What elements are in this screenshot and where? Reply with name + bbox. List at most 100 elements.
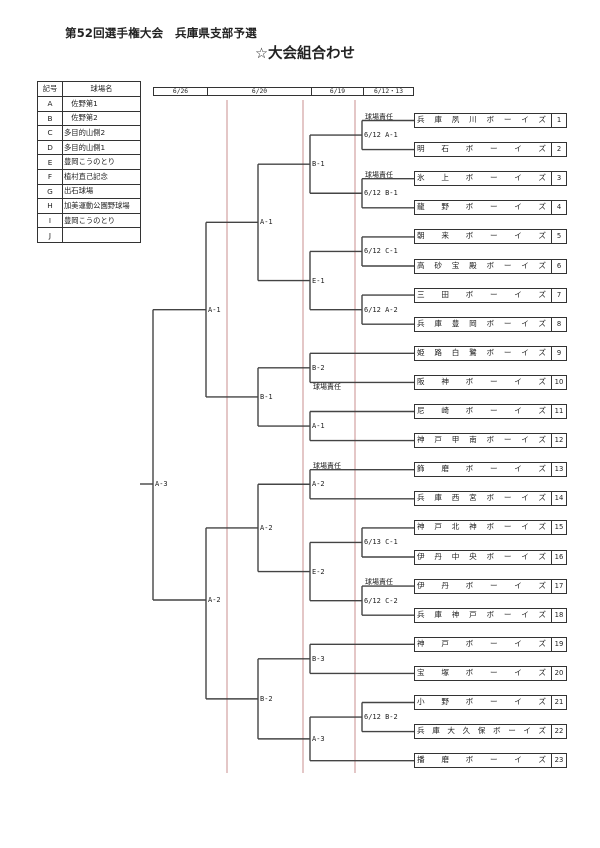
team-box: 姫路白鷺ボーイズ 9 [414,345,567,361]
team-name: 兵庫大久保ボーイズ [417,726,546,736]
team-name: 神戸ボーイズ [417,638,546,648]
team-name: 播磨ボーイズ [417,755,546,765]
match-label: E-2 [312,567,325,576]
team-seed-number: 9 [551,346,566,360]
venue-name: 多目的山側1 [62,139,141,156]
team-seed-number: 11 [551,405,566,418]
team-seed-number: 3 [551,172,566,186]
page-subtitle: ☆大会組合わせ [255,46,355,62]
team-seed-number: 14 [551,492,566,506]
venue-code: A [37,96,63,112]
match-label: A-2 [260,523,273,532]
match-label: B-1 [312,160,325,169]
team-name: 龍野ボーイズ [417,202,546,212]
team-seed-number: 23 [551,754,566,768]
team-seed-number: 16 [551,550,566,564]
team-name: 兵庫夙川ボーイズ [417,115,546,124]
venue-code: E [37,154,63,170]
team-box: 尼崎ボーイズ 11 [414,404,567,419]
match-label: 6/12 C-2 [364,596,398,605]
team-box: 神戸ボーイズ 19 [414,636,567,652]
venue-name: 多目的山側2 [62,125,141,141]
venue-duty-label: 球場責任 [365,170,393,179]
team-box: 阪神ボーイズ 10 [414,374,567,390]
team-box: 龍野ボーイズ 4 [414,200,567,216]
team-seed-number: 18 [551,608,566,622]
match-label: 6/12 A-2 [364,305,398,314]
team-name: 高砂宝殿ボーイズ [417,260,546,270]
team-name: 飾磨ボーイズ [417,464,546,474]
venue-code: D [37,139,63,156]
match-label: B-2 [260,694,273,703]
match-label: A-3 [155,480,168,488]
team-seed-number: 13 [551,463,566,477]
venue-duty-label: 球場責任 [365,112,393,121]
team-seed-number: 6 [551,259,566,273]
schedule-date-round3-4: 6/20 [207,88,311,95]
team-seed-number: 17 [551,579,566,593]
venue-row: J [37,227,141,243]
venue-duty-label: 球場責任 [365,578,393,587]
match-label: A-3 [312,734,325,743]
match-label: B-1 [260,392,273,401]
team-seed-number: 21 [551,696,566,709]
team-seed-number: 4 [551,201,566,215]
match-label: 6/12 C-1 [364,247,398,256]
team-box: 小野ボーイズ 21 [414,695,567,710]
team-name: 姫路白鷺ボーイズ [417,347,546,357]
venue-table-header: 記号 球場名 [37,81,141,97]
match-label: A-1 [260,218,273,227]
match-label: E-1 [312,276,325,285]
team-name: 尼崎ボーイズ [417,406,546,415]
team-name: 阪神ボーイズ [417,376,546,386]
venue-name: 植村直己記念 [62,168,141,185]
venue-duty-label: 球場責任 [313,383,341,392]
column-header-code: 記号 [37,81,63,97]
match-label: A-2 [312,480,325,489]
team-box: 兵庫西宮ボーイズ 14 [414,491,567,507]
match-label: A-1 [208,305,221,314]
venue-code: G [37,183,63,200]
team-name: 明石ボーイズ [417,144,546,154]
team-seed-number: 10 [551,375,566,389]
match-label: 6/12 B-2 [364,713,398,722]
match-label: 6/13 C-1 [364,538,398,547]
venue-name: 出石球場 [62,183,141,200]
team-name: 小野ボーイズ [417,697,546,706]
team-name: 兵庫豊岡ボーイズ [417,318,546,328]
venue-row: A 佐野第1 [37,96,141,112]
venue-duty-label: 球場責任 [313,461,341,470]
team-name: 三田ボーイズ [417,289,546,299]
team-seed-number: 20 [551,666,566,680]
team-name: 神戸北神ボーイズ [417,522,546,532]
team-box: 兵庫豊岡ボーイズ 8 [414,316,567,332]
venue-code: F [37,168,63,185]
venue-name [62,227,141,243]
venue-name: 豊岡こうのとり [62,154,141,170]
match-label: B-2 [312,363,325,372]
team-box: 兵庫神戸ボーイズ 18 [414,607,567,623]
team-name: 兵庫西宮ボーイズ [417,493,546,503]
match-label: 6/12 B-1 [364,189,398,198]
page-title: 第52回選手権大会 兵庫県支部予選 [65,26,257,40]
team-seed-number: 8 [551,317,566,331]
team-seed-number: 19 [551,637,566,651]
team-box: 播磨ボーイズ 23 [414,753,567,769]
team-name: 伊丹中央ボーイズ [417,551,546,561]
venue-code: J [37,227,63,243]
team-name: 兵庫神戸ボーイズ [417,609,546,619]
